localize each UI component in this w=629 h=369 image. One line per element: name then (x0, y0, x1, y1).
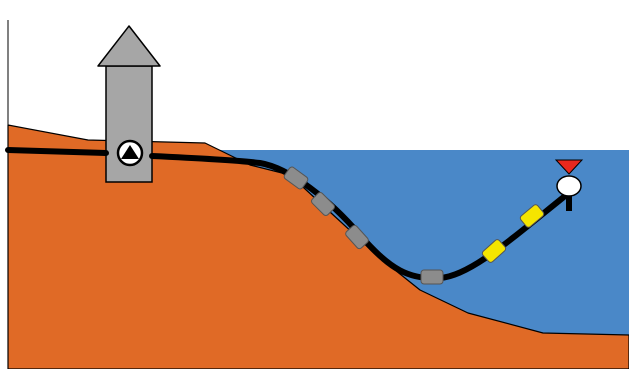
yellow-float-icon (481, 239, 507, 263)
pump-tower-icon (97, 25, 161, 183)
grey-float-icon (283, 166, 309, 190)
grey-float-icon (345, 224, 369, 250)
grey-float-icon (420, 269, 444, 285)
grey-floats (283, 166, 444, 285)
ground-area (7, 124, 629, 369)
yellow-float-icon (519, 204, 545, 228)
yellow-floats (481, 204, 545, 263)
pump-icon (116, 139, 144, 167)
buoy-marker-icon (554, 159, 584, 211)
grey-float-icon (311, 192, 335, 216)
